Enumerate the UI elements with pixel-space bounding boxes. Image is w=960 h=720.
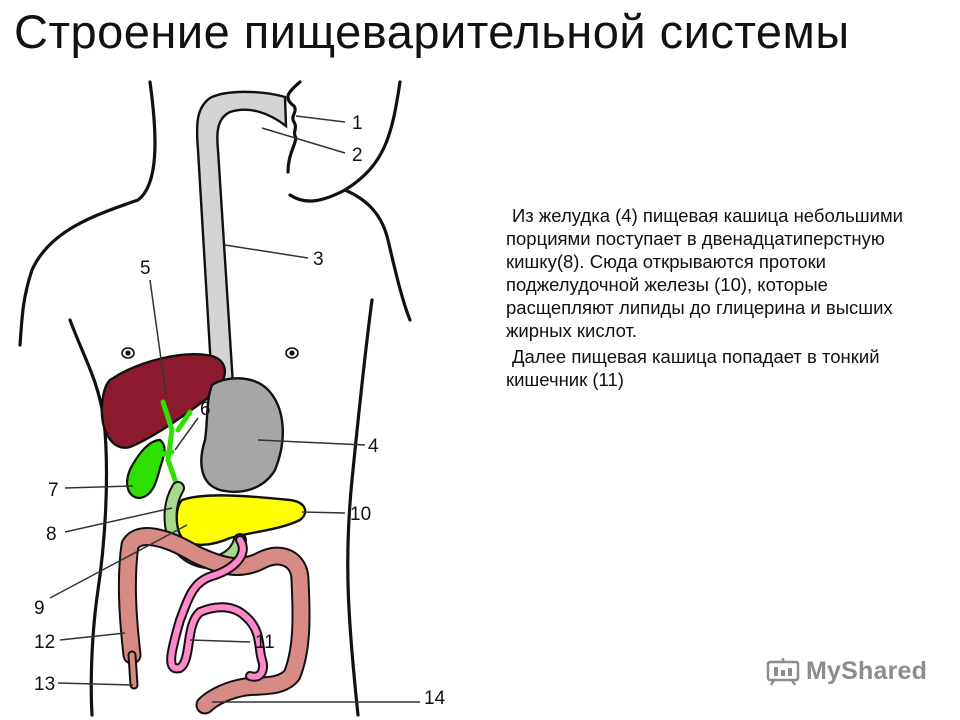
label-4: 4 (368, 436, 379, 457)
watermark-text: MyShared (806, 656, 928, 685)
label-3: 3 (313, 249, 324, 270)
stomach (200, 377, 284, 493)
label-2: 2 (352, 145, 363, 166)
label-14: 14 (424, 688, 446, 709)
label-11: 11 (255, 632, 275, 653)
description-paragraph-2: Далее пищевая кашица попадает в тонкий к… (506, 346, 880, 390)
watermark: MyShared (766, 656, 927, 686)
description-text: Из желудка (4) пищевая кашица небольшими… (506, 204, 926, 391)
gallbladder (126, 438, 166, 500)
label-5: 5 (140, 258, 151, 279)
body-outline (18, 80, 412, 717)
label-6: 6 (200, 399, 211, 420)
label-8: 8 (46, 524, 57, 545)
esophagus (195, 90, 288, 387)
leader-lines (49, 115, 420, 703)
page-title: Строение пищеварительной системы (14, 5, 850, 58)
label-9: 9 (34, 598, 45, 619)
label-13: 13 (34, 674, 55, 695)
label-1: 1 (352, 113, 363, 134)
label-10: 10 (350, 504, 371, 525)
nipple-right (285, 347, 299, 359)
label-12: 12 (34, 632, 55, 653)
nipple-left (121, 347, 135, 359)
description-paragraph-1: Из желудка (4) пищевая кашица небольшими… (506, 205, 904, 341)
presentation-board-icon (766, 658, 800, 686)
label-7: 7 (48, 480, 59, 501)
bile-ducts (157, 399, 193, 491)
